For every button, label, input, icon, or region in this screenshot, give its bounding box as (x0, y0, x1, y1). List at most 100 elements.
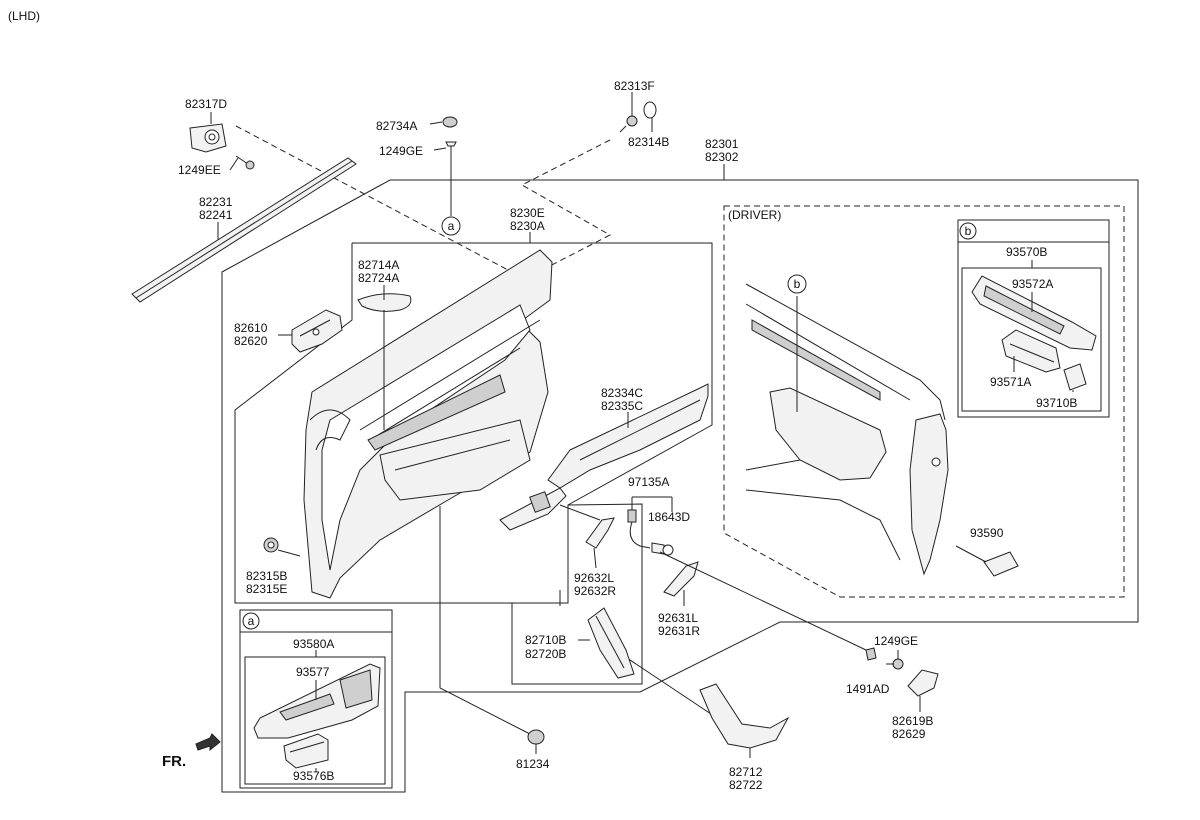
label-92632R: 92632R (574, 584, 616, 598)
switch-panel-93572A (971, 275, 1097, 351)
leader-1249EE (229, 157, 239, 171)
label-82724A: 82724A (358, 271, 399, 285)
label-82334C: 82334C (601, 386, 643, 400)
label-82231: 82231 (199, 195, 233, 209)
label-82315B: 82315B (246, 569, 287, 583)
label-8230A: 8230A (510, 219, 545, 233)
leader-82315B (277, 549, 301, 557)
label-82315E: 82315E (246, 582, 287, 596)
cap-82734A (442, 116, 458, 128)
switch-93710B (1063, 363, 1087, 391)
clip-1491AD (865, 647, 877, 661)
label-93572A: 93572A (1012, 277, 1053, 291)
label-93571A: 93571A (990, 375, 1031, 389)
inner-handle-garnish (499, 487, 567, 531)
leader-93590 (955, 545, 987, 563)
leader-82734A (429, 121, 443, 125)
dashed-leader-82313F (520, 139, 612, 271)
front-indicator-label: FR. (162, 753, 186, 770)
marker-a-inset: a (242, 612, 260, 630)
label-82714A: 82714A (358, 258, 399, 272)
driver-dashed-box (723, 205, 1125, 598)
switch-unit-93576B (283, 733, 329, 769)
ring-82314B (643, 101, 657, 119)
label-1491AD: 1491AD (846, 682, 890, 696)
label-1249GE-bottom: 1249GE (874, 634, 918, 648)
label-81234: 81234 (516, 757, 550, 771)
variant-label: (LHD) (8, 9, 40, 23)
label-82302: 82302 (705, 150, 739, 164)
label-82722: 82722 (729, 778, 763, 792)
label-93710B: 93710B (1036, 396, 1077, 410)
screw-1249GE-top (445, 141, 457, 216)
pocket-trim-82712 (699, 683, 790, 749)
leader-81234 (439, 506, 531, 735)
door-trim-panel-8230E (303, 249, 553, 599)
assembly-outline-82301 (221, 179, 1139, 793)
label-82712: 82712 (729, 765, 763, 779)
label-82734A: 82734A (376, 119, 417, 133)
leader-92632L (559, 504, 601, 521)
label-82314B: 82314B (628, 135, 669, 149)
label-93577: 93577 (296, 665, 330, 679)
leader-1491AD (659, 551, 867, 651)
label-8230E: 8230E (510, 206, 545, 220)
inset-box-a (239, 609, 393, 789)
label-92632L: 92632L (574, 571, 614, 585)
plug-81234 (527, 729, 545, 745)
svg-text:b: b (965, 224, 972, 238)
handle-bracket-82610 (291, 309, 343, 353)
label-82619B: 82619B (892, 714, 933, 728)
screw-1249EE (235, 155, 255, 170)
svg-text:a: a (248, 614, 255, 628)
leader-97135A (631, 496, 673, 512)
dashed-leader-82317D (235, 125, 509, 271)
bracket-82710B (587, 607, 635, 679)
bracket-82619B (907, 669, 939, 697)
label-97135A: 97135A (628, 475, 669, 489)
label-18643D: 18643D (648, 510, 690, 524)
label-92631R: 92631R (658, 624, 700, 638)
label-82317D: 82317D (185, 97, 227, 111)
lamp-92632L (585, 517, 615, 569)
panel-outline-8230E (352, 242, 713, 685)
clip-82315B (263, 537, 279, 553)
label-93570B: 93570B (1006, 245, 1047, 259)
label-1249EE: 1249EE (178, 163, 221, 177)
panel-outline-lower (234, 243, 512, 604)
label-82620: 82620 (234, 334, 268, 348)
label-82335C: 82335C (601, 399, 643, 413)
marker-b-driver: b (787, 274, 807, 294)
label-82610: 82610 (234, 321, 268, 335)
label-82313F: 82313F (614, 79, 655, 93)
marker-a-top: a (441, 216, 461, 236)
weatherstrip-82231 (131, 157, 357, 303)
garnish-82334C (547, 383, 709, 489)
callout-labels: 82317D 1249EE 82231 82241 82734A 1249GE … (178, 79, 1077, 792)
inset-box-a-inner (244, 656, 386, 785)
leader-1249GE-top (433, 147, 447, 151)
inset-box-b (957, 219, 1110, 418)
label-1249GE-top: 1249GE (379, 144, 423, 158)
label-93590: 93590 (970, 526, 1004, 540)
label-82301: 82301 (705, 137, 739, 151)
clip-82317D (189, 123, 227, 153)
switch-panel-93577 (253, 663, 381, 739)
grommet-82313F (619, 115, 638, 133)
label-driver: (DRIVER) (728, 208, 781, 222)
label-82629: 82629 (892, 727, 926, 741)
driver-door-view (745, 283, 949, 576)
label-82241: 82241 (199, 208, 233, 222)
marker-b-inset: b (959, 222, 977, 240)
svg-text:b: b (794, 277, 801, 291)
label-93580A: 93580A (293, 637, 334, 651)
switch-93590 (983, 551, 1019, 577)
front-arrow-icon (195, 733, 221, 752)
lamp-92631L (663, 561, 699, 606)
svg-text:a: a (448, 219, 455, 233)
label-93576B: 93576B (293, 769, 334, 783)
screw-1249GE-bottom (886, 658, 904, 670)
switch-unit-93571A (1001, 329, 1061, 373)
label-82720B: 82720B (525, 647, 566, 661)
